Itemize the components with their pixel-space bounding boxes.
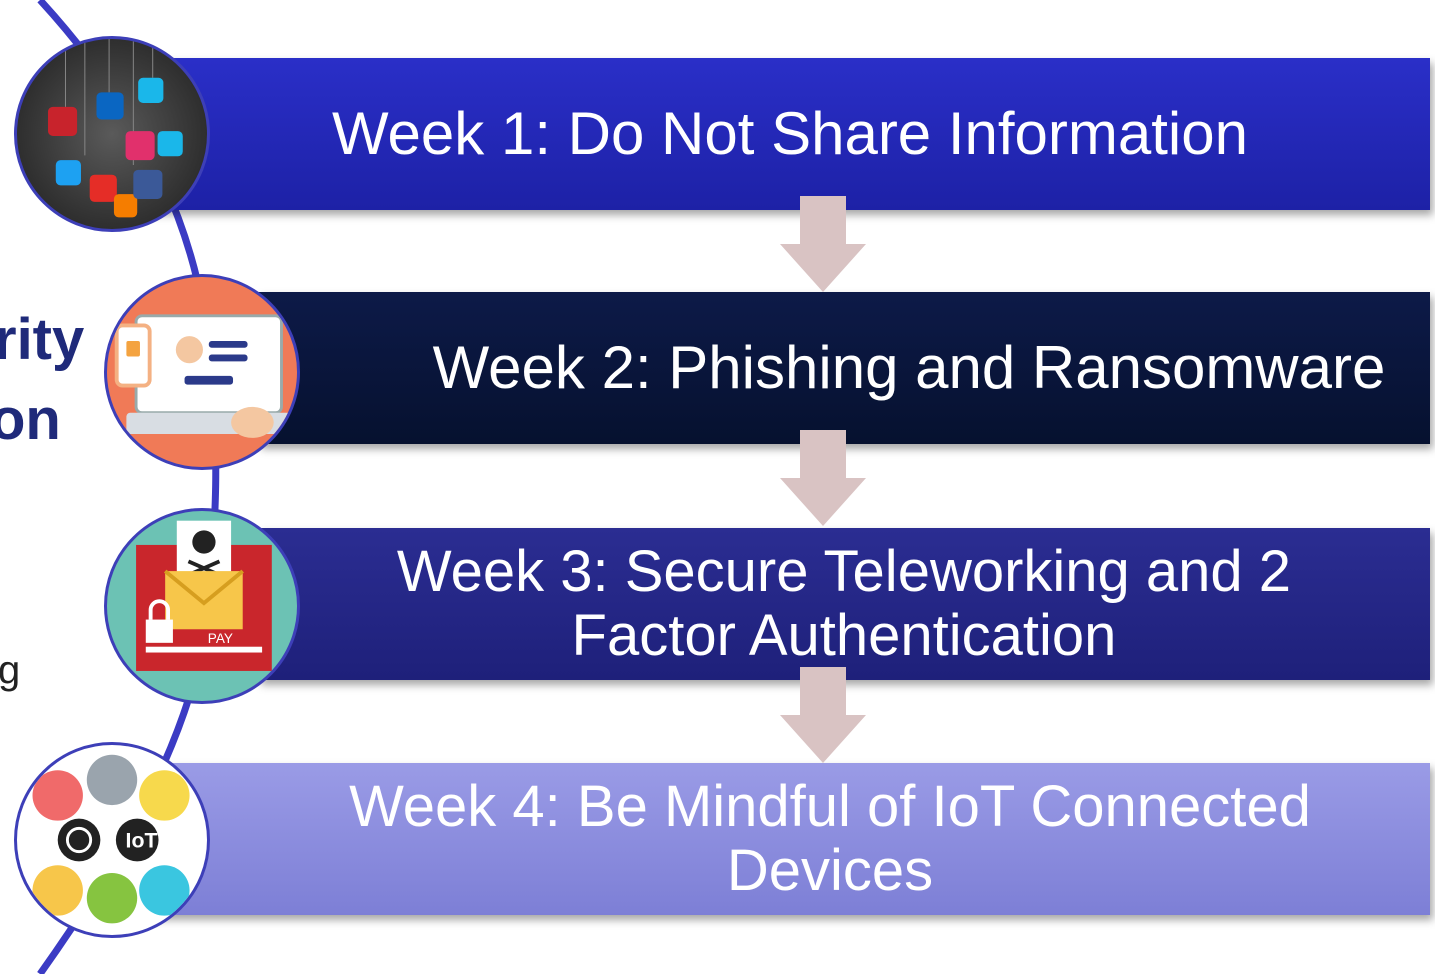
down-arrow-2 [780,430,866,526]
down-arrow-3 [780,667,866,763]
step-week-3-label: Week 3: Secure Teleworking and 2 Factor … [396,539,1292,668]
social-media-icon [14,36,210,232]
step-week-4-label: Week 4: Be Mindful of IoT Connected Devi… [349,774,1311,903]
left-text-fragment-2: on [0,387,61,452]
left-text-fragment-3: g [0,648,21,692]
iot-badge-label: IoT [126,829,158,853]
left-text-fragment-1: rity [0,307,85,372]
phishing-login-icon [104,274,300,470]
step-week-4: Week 4: Be Mindful of IoT Connected Devi… [150,763,1430,915]
iot-devices-icon: IoT [14,742,210,938]
step-week-3: Week 3: Secure Teleworking and 2 Factor … [258,528,1430,680]
step-week-2-label: Week 2: Phishing and Ransomware [432,334,1386,401]
ransomware-envelope-icon: PAY [104,508,300,704]
step-week-1: Week 1: Do Not Share Information [150,58,1430,210]
down-arrow-1 [780,196,866,292]
pay-label: PAY [208,631,233,646]
step-week-2: Week 2: Phishing and Ransomware [258,292,1430,444]
step-week-1-label: Week 1: Do Not Share Information [332,100,1248,167]
